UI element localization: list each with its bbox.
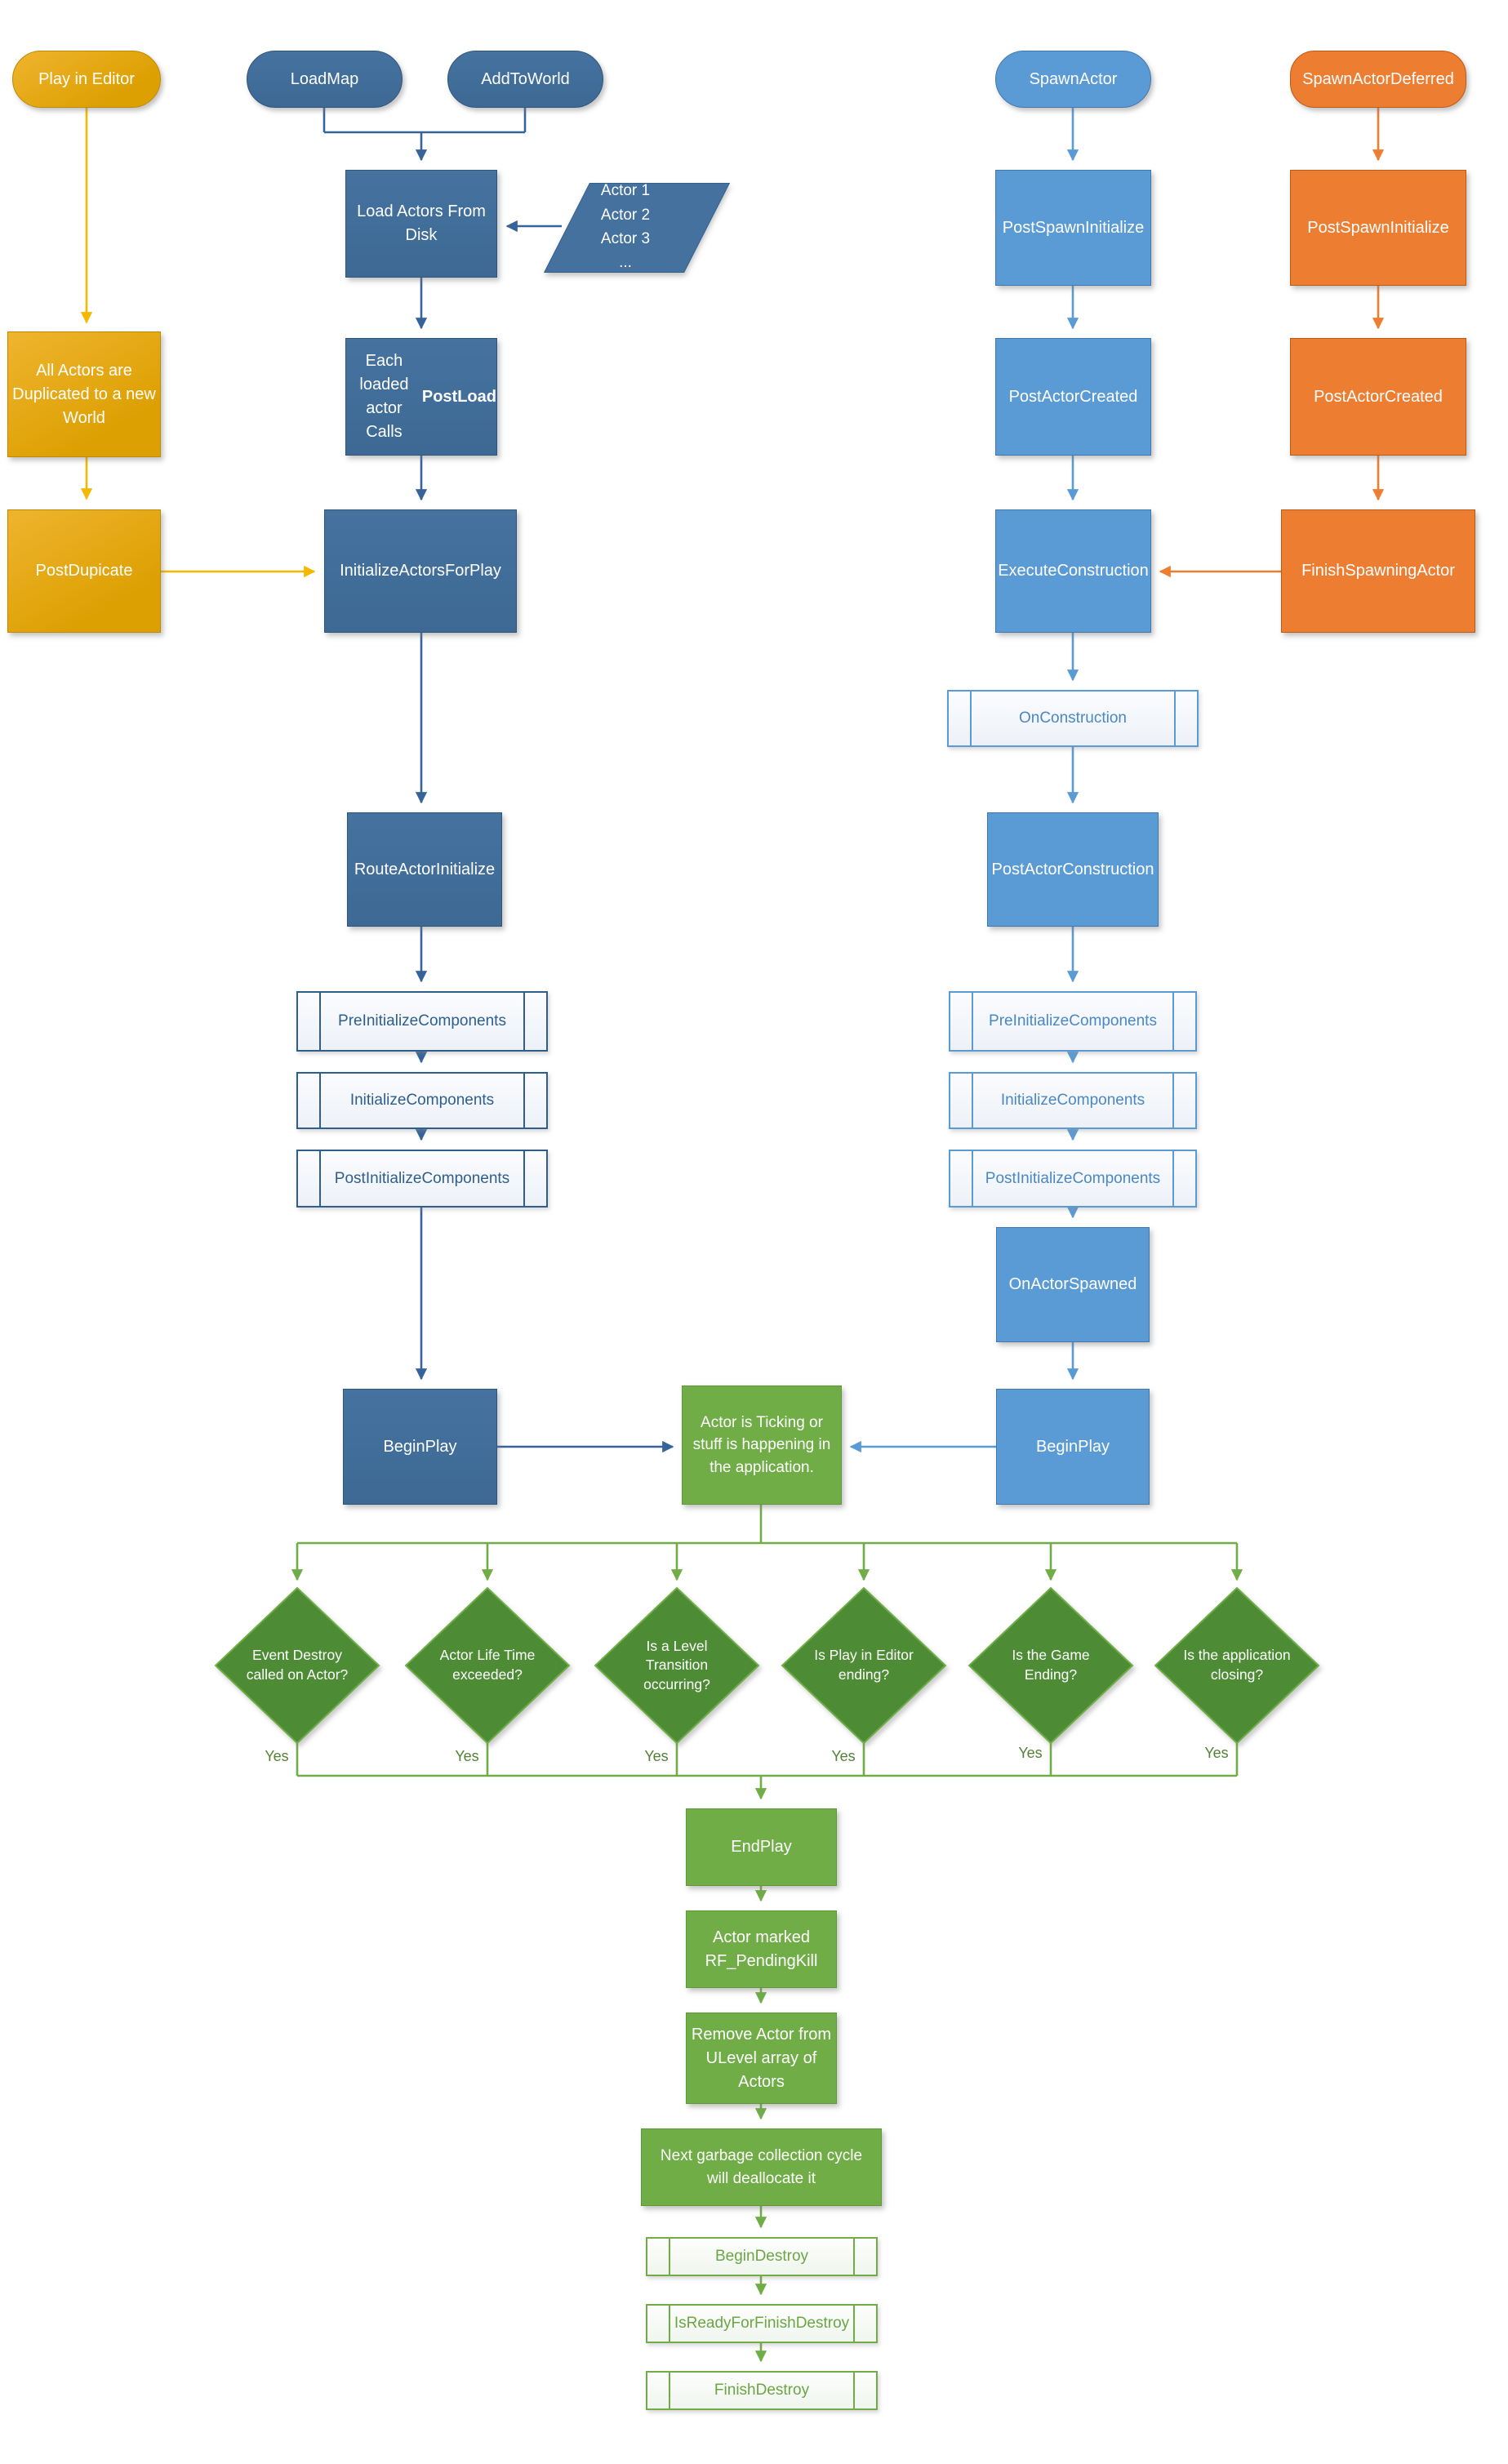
subroutine-pre-initialize-components-left: PreInitializeComponents (296, 991, 548, 1052)
yes-label-3: Yes (644, 1747, 669, 1764)
terminator-load-map: LoadMap (247, 51, 403, 108)
process-next-gc-cycle: Next garbage collection cycle will deall… (641, 2128, 882, 2206)
process-begin-play-left: BeginPlay (343, 1389, 497, 1505)
process-post-actor-construction: PostActorConstruction (987, 812, 1159, 927)
subroutine-post-initialize-components-left: PostInitializeComponents (296, 1150, 548, 1208)
yes-label-4: Yes (831, 1747, 856, 1764)
process-end-play: EndPlay (686, 1808, 837, 1886)
data-actor-list-label: Actor 1 Actor 2 Actor 3 ... (600, 182, 651, 272)
process-begin-play-right: BeginPlay (996, 1389, 1150, 1505)
yes-label-6: Yes (1204, 1744, 1229, 1761)
process-initialize-actors-for-play: InitializeActorsForPlay (324, 509, 517, 633)
terminator-spawn-actor-deferred: SpawnActorDeferred (1290, 51, 1466, 108)
process-post-spawn-initialize-blue: PostSpawnInitialize (995, 170, 1151, 286)
process-route-actor-initialize: RouteActorInitialize (347, 812, 502, 927)
yes-label-5: Yes (1018, 1744, 1043, 1761)
process-post-spawn-initialize-orange: PostSpawnInitialize (1290, 170, 1466, 286)
yes-label-2: Yes (455, 1747, 479, 1764)
subroutine-begin-destroy: BeginDestroy (646, 2237, 878, 2276)
subroutine-pre-initialize-components-right: PreInitializeComponents (949, 991, 1197, 1052)
decision-app-closing-label: Is the application closing? (1183, 1647, 1291, 1683)
decision-lifetime-exceeded-label: Actor Life Time exceeded? (439, 1647, 536, 1683)
decision-pie-ending-label: Is Play in Editor ending? (814, 1647, 914, 1683)
subroutine-is-ready-for-finish-destroy: IsReadyForFinishDestroy (646, 2304, 878, 2343)
subroutine-post-initialize-components-right: PostInitializeComponents (949, 1150, 1197, 1208)
subroutine-finish-destroy: FinishDestroy (646, 2371, 878, 2410)
decision-level-transition-label: Is a Level Transition occurring? (643, 1637, 710, 1692)
process-all-actors-duplicated: All Actors are Duplicated to a new World (7, 331, 161, 457)
process-finish-spawning-actor: FinishSpawningActor (1281, 509, 1475, 633)
decision-game-ending-label: Is the Game Ending? (1012, 1647, 1090, 1683)
process-actor-ticking: Actor is Ticking or stuff is happening i… (682, 1385, 842, 1505)
process-actor-marked-pending-kill: Actor marked RF_PendingKill (686, 1910, 837, 1988)
process-remove-actor-from-ulevel: Remove Actor from ULevel array of Actors (686, 2013, 837, 2104)
terminator-spawn-actor: SpawnActor (995, 51, 1151, 108)
process-on-actor-spawned: OnActorSpawned (996, 1227, 1150, 1342)
process-post-actor-created-blue: PostActorCreated (995, 338, 1151, 456)
process-execute-construction: ExecuteConstruction (995, 509, 1151, 633)
dark-blue-connectors (323, 108, 674, 1453)
terminator-play-in-editor: Play in Editor (12, 51, 161, 108)
decision-diamonds (214, 1586, 1320, 1745)
process-post-actor-created-orange: PostActorCreated (1290, 338, 1466, 456)
yes-label-1: Yes (265, 1747, 289, 1764)
decision-event-destroy-label: Event Destroy called on Actor? (246, 1647, 349, 1683)
subroutine-initialize-components-left: InitializeComponents (296, 1072, 548, 1129)
process-post-dupicate: PostDupicate (7, 509, 161, 633)
subroutine-initialize-components-right: InitializeComponents (949, 1072, 1197, 1129)
terminator-add-to-world: AddToWorld (447, 51, 603, 108)
process-load-actors-from-disk: Load Actors From Disk (345, 170, 497, 278)
subroutine-on-construction: OnConstruction (947, 690, 1199, 747)
